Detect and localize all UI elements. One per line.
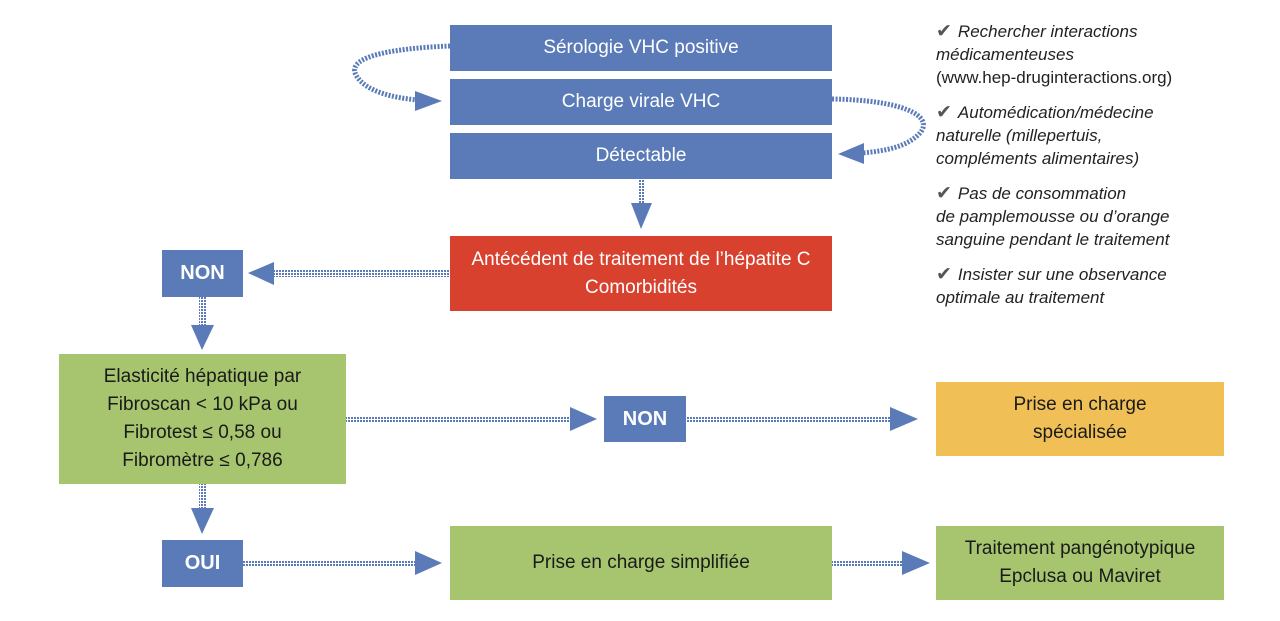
note-interactions: ✔ Rechercher interactions médicamenteuses… bbox=[936, 20, 1256, 89]
connector-elasticite-non bbox=[346, 407, 597, 431]
note-line: médicamenteuses bbox=[936, 45, 1074, 64]
non-decision-middle: NON bbox=[604, 396, 686, 442]
connector-antecedent-non bbox=[248, 262, 450, 285]
non-middle-label: NON bbox=[622, 407, 668, 430]
checkmark-icon: ✔ bbox=[936, 264, 952, 285]
elasticite-line4: Fibromètre ≤ 0,786 bbox=[122, 450, 283, 471]
loop-connector-serologie-charge bbox=[352, 43, 451, 111]
oui-decision: OUI bbox=[162, 540, 243, 587]
note-line: naturelle (millepertuis, bbox=[936, 126, 1103, 145]
loop-connector-charge-detectable bbox=[831, 96, 926, 164]
prise-specialisee-line2: spécialisée bbox=[1033, 422, 1127, 443]
detectable-box: Détectable bbox=[450, 133, 832, 179]
elasticite-line2: Fibroscan < 10 kPa ou bbox=[107, 394, 298, 415]
prise-specialisee-line1: Prise en charge bbox=[1013, 394, 1147, 415]
note-line: de pamplemousse ou d’orange bbox=[936, 207, 1170, 226]
serologie-box: Sérologie VHC positive bbox=[450, 25, 832, 71]
checkmark-icon: ✔ bbox=[936, 21, 952, 42]
non-top-label: NON bbox=[180, 262, 225, 284]
non-decision-top: NON bbox=[162, 250, 243, 297]
note-line: compléments alimentaires) bbox=[936, 149, 1140, 168]
antecedent-label-line2: Comorbidités bbox=[585, 276, 697, 298]
antecedent-label-line1: Antécédent de traitement de l’hépatite C bbox=[471, 248, 811, 270]
note-line: ✔ Automédication/médecine bbox=[936, 101, 1256, 124]
prise-specialisee-box: Prise en charge spécialisée bbox=[936, 382, 1224, 456]
serologie-label: Sérologie VHC positive bbox=[543, 37, 739, 58]
antecedent-box: Antécédent de traitement de l’hépatite C… bbox=[450, 236, 832, 311]
note-text: Rechercher interactions bbox=[957, 22, 1138, 41]
prise-simplifiee-box: Prise en charge simplifiée bbox=[450, 526, 832, 600]
connector-simplifiee-traitement bbox=[832, 551, 930, 575]
traitement-line2: Epclusa ou Maviret bbox=[999, 566, 1161, 587]
elasticite-line1: Elasticité hépatique par bbox=[103, 366, 302, 387]
note-text: Insister sur une observance bbox=[957, 265, 1167, 284]
note-link-text: (www.hep-druginteractions.org) bbox=[936, 68, 1173, 87]
note-text: Automédication/médecine bbox=[957, 103, 1154, 122]
note-text: Pas de consommation bbox=[957, 184, 1127, 203]
elasticite-line3: Fibrotest ≤ 0,58 ou bbox=[123, 422, 282, 443]
note-line: ✔ Insister sur une observance bbox=[936, 263, 1256, 286]
traitement-line1: Traitement pangénotypique bbox=[964, 538, 1196, 559]
note-line: optimale au traitement bbox=[936, 288, 1105, 307]
note-line: ✔ Pas de consommation bbox=[936, 182, 1256, 205]
checkmark-icon: ✔ bbox=[936, 183, 952, 204]
connector-non-specialisee bbox=[686, 407, 918, 431]
connector-non-elasticite bbox=[191, 297, 214, 350]
note-automedication: ✔ Automédication/médecine naturelle (mill… bbox=[936, 101, 1256, 170]
elasticite-box: Elasticité hépatique par Fibroscan < 10 … bbox=[59, 354, 346, 484]
note-observance: ✔ Insister sur une observance optimale au… bbox=[936, 263, 1256, 309]
charge-virale-label: Charge virale VHC bbox=[561, 91, 721, 112]
checkmark-icon: ✔ bbox=[936, 102, 952, 123]
oui-label: OUI bbox=[184, 552, 221, 574]
connector-detectable-antecedent bbox=[631, 179, 652, 229]
note-line: sanguine pendant le traitement bbox=[936, 230, 1170, 249]
detectable-label: Détectable bbox=[595, 145, 687, 166]
connector-elasticite-oui bbox=[191, 484, 214, 534]
recommendations-list: ✔ Rechercher interactions médicamenteuses… bbox=[936, 20, 1256, 321]
traitement-box: Traitement pangénotypique Epclusa ou Mav… bbox=[936, 526, 1224, 600]
charge-virale-box: Charge virale VHC bbox=[450, 79, 832, 125]
connector-oui-simplifiee bbox=[243, 551, 442, 575]
note-line: ✔ Rechercher interactions bbox=[936, 20, 1256, 43]
note-pamplemousse: ✔ Pas de consommation de pamplemousse ou … bbox=[936, 182, 1256, 251]
prise-simplifiee-label: Prise en charge simplifiée bbox=[532, 552, 750, 573]
